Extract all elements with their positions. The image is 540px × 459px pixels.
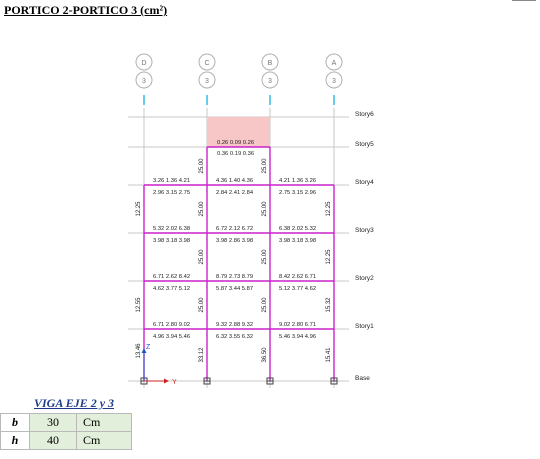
beam-value-top: 9.32 2.88 9.32 [216,322,253,328]
top-rule [512,0,536,1]
column-value: 25.00 [199,158,205,174]
highlight-cell [207,117,270,147]
grid-bubble-label: C [204,60,209,67]
grid-bubble-label: B [268,60,273,67]
column-value: 12.55 [136,297,142,313]
section-label-h: h [0,431,30,450]
label-layer: Story6Story5Story4Story3Story2Story1Base… [136,111,374,382]
column-value: 12.25 [136,201,142,217]
column-value: 12.25 [326,249,332,265]
grid-bubble-sub-label: 3 [332,78,336,85]
section-value-h: 40 [29,431,77,450]
beam-value-top: 0.26 0.09 0.26 [217,140,254,146]
story-label: Story4 [355,179,374,186]
column-value: 25.00 [199,201,205,217]
column-value: 25.00 [262,201,268,217]
z-axis-label: Z [146,344,151,351]
column-value: 25.00 [262,297,268,313]
grid-bubble-label: A [332,60,337,67]
grid-bubble-bottom [261,71,279,89]
section-unit-h: Cm [76,431,132,450]
story-label: Story6 [355,111,374,118]
highlight-layer [207,117,270,147]
beam-value-bottom: 2.75 3.15 2.96 [279,190,316,196]
beam-value-top: 5.32 2.02 6.38 [153,226,190,232]
y-axis-label: Y [172,379,177,386]
grid-bubble-bottom [135,71,153,89]
grid-bubble-sub-label: 3 [268,78,272,85]
column-value: 12.25 [326,201,332,217]
beam-section-table: b 30 Cm h 40 Cm [0,413,132,450]
beam-section-caption: VIGA EJE 2 y 3 [34,396,115,410]
z-axis-arrowhead [141,348,147,353]
beam-value-top: 3.26 1.36 4.21 [153,178,190,184]
frame-layer [143,146,335,381]
section-row-b: b 30 Cm [0,413,132,432]
story-label: Story2 [355,275,374,282]
beam-value-bottom: 3.98 2.86 3.98 [216,238,253,244]
grid-bubble-bottom [198,71,216,89]
beam-value-top: 4.36 1.40 4.36 [216,178,253,184]
bubble-layer: D 3 C 3 B 3 A 3 [135,53,343,105]
column-value: 15.32 [326,297,332,313]
y-axis-arrowhead [164,378,169,384]
beam-value-bottom: 2.84 2.41 2.84 [216,190,254,196]
page-title: PORTICO 2-PORTICO 3 (cm²) [4,3,168,17]
grid-bubble-bottom [325,71,343,89]
grid-layer [128,108,349,388]
grid-bubble-label: D [141,60,146,67]
grid-bubble-top [198,53,216,71]
column-value: 13.46 [136,343,142,359]
frame-diagram: Story6Story5Story4Story3Story2Story1Base… [128,53,374,388]
story-label: Story1 [355,323,374,330]
beam-value-bottom: 5.46 3.94 4.96 [279,334,316,340]
beam-value-bottom: 3.98 3.18 3.98 [279,238,316,244]
story-label: Story5 [355,141,374,148]
beam-value-bottom: 3.98 3.18 3.98 [153,238,190,244]
beam-value-bottom: 6.32 3.55 6.32 [216,334,253,340]
grid-bubble-sub-label: 3 [205,78,209,85]
column-value: 25.00 [199,297,205,313]
beam-value-top: 6.71 2.80 9.02 [153,322,190,328]
section-row-h: h 40 Cm [0,431,132,450]
beam-value-top: 6.72 2.12 6.72 [216,226,253,232]
beam-value-top: 9.02 2.80 6.71 [279,322,316,328]
beam-value-top: 8.79 2.73 8.79 [216,274,253,280]
beam-value-bottom: 4.96 3.94 5.46 [153,334,190,340]
grid-bubble-top [325,53,343,71]
beam-value-bottom: 0.36 0.19 0.36 [217,151,254,157]
beam-value-bottom: 5.87 3.44 5.87 [216,286,253,292]
column-value: 25.00 [262,249,268,265]
column-value: 36.50 [262,347,268,363]
grid-bubble-sub-label: 3 [142,78,146,85]
beam-value-top: 6.71 2.62 8.42 [153,274,190,280]
beam-value-bottom: 5.12 3.77 4.62 [279,286,316,292]
beam-value-top: 8.42 2.62 6.71 [279,274,316,280]
grid-bubble-top [261,53,279,71]
grid-bubble-top [135,53,153,71]
column-value: 25.00 [262,158,268,174]
section-value-b: 30 [29,413,77,432]
beam-value-bottom: 4.62 3.77 5.12 [153,286,190,292]
column-value: 15.41 [326,347,332,363]
beam-value-top: 6.38 2.02 5.32 [279,226,316,232]
base-layer: YZ [140,344,338,386]
section-unit-b: Cm [76,413,132,432]
story-label: Base [355,375,370,382]
story-label: Story3 [355,227,374,234]
column-value: 25.00 [199,249,205,265]
column-value: 33.12 [199,347,205,363]
beam-value-top: 4.21 1.36 3.26 [279,178,316,184]
section-label-b: b [0,413,30,432]
beam-value-bottom: 2.96 3.15 2.75 [153,190,190,196]
